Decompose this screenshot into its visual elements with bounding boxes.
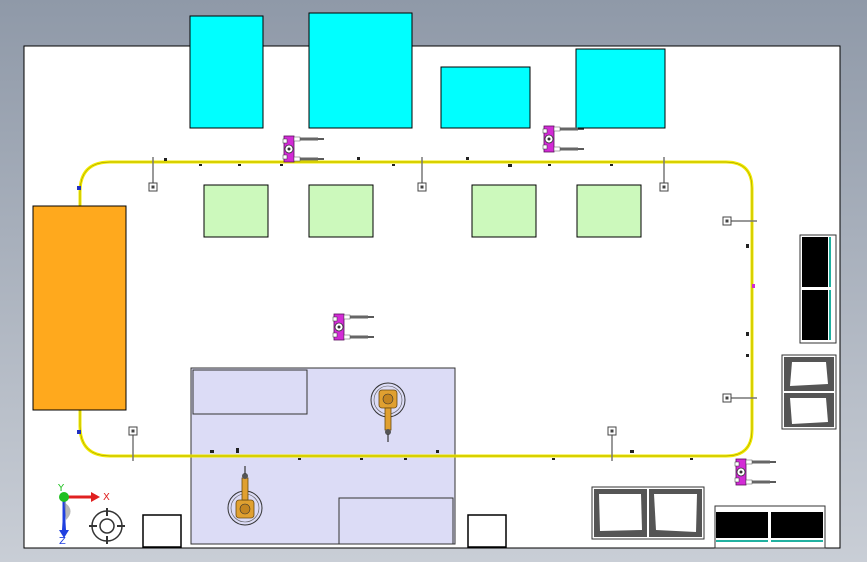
cyan-station-3[interactable] [440, 66, 531, 129]
small-fixture-1[interactable] [142, 514, 182, 548]
triad-icon: X Y Z [57, 483, 110, 547]
cyan-station-4[interactable] [575, 48, 666, 129]
bin-stack-bottom[interactable] [591, 486, 705, 540]
cyan-station-group [189, 12, 666, 129]
track-sensors [77, 157, 755, 460]
small-fixture-2[interactable] [467, 514, 507, 548]
bin-stack-right[interactable] [781, 354, 837, 430]
triad-x-label: X [103, 492, 110, 503]
triad-z-label: Z [59, 536, 66, 547]
cyan-station-1[interactable] [189, 15, 264, 129]
triad-y-label: Y [57, 483, 65, 494]
pallet-rack-bottom[interactable] [714, 505, 826, 549]
pallet-rack-right[interactable] [799, 234, 837, 344]
view-cube-icon[interactable] [89, 508, 125, 544]
green-station-3[interactable] [471, 184, 537, 238]
green-station-4[interactable] [576, 184, 642, 238]
orange-station[interactable] [32, 205, 127, 411]
robot-cell-table-2 [338, 497, 454, 545]
cyan-station-2[interactable] [308, 12, 413, 129]
green-station-1[interactable] [203, 184, 269, 238]
green-station-group [203, 184, 642, 238]
green-station-2[interactable] [308, 184, 374, 238]
robot-cell-table-1 [192, 369, 308, 415]
